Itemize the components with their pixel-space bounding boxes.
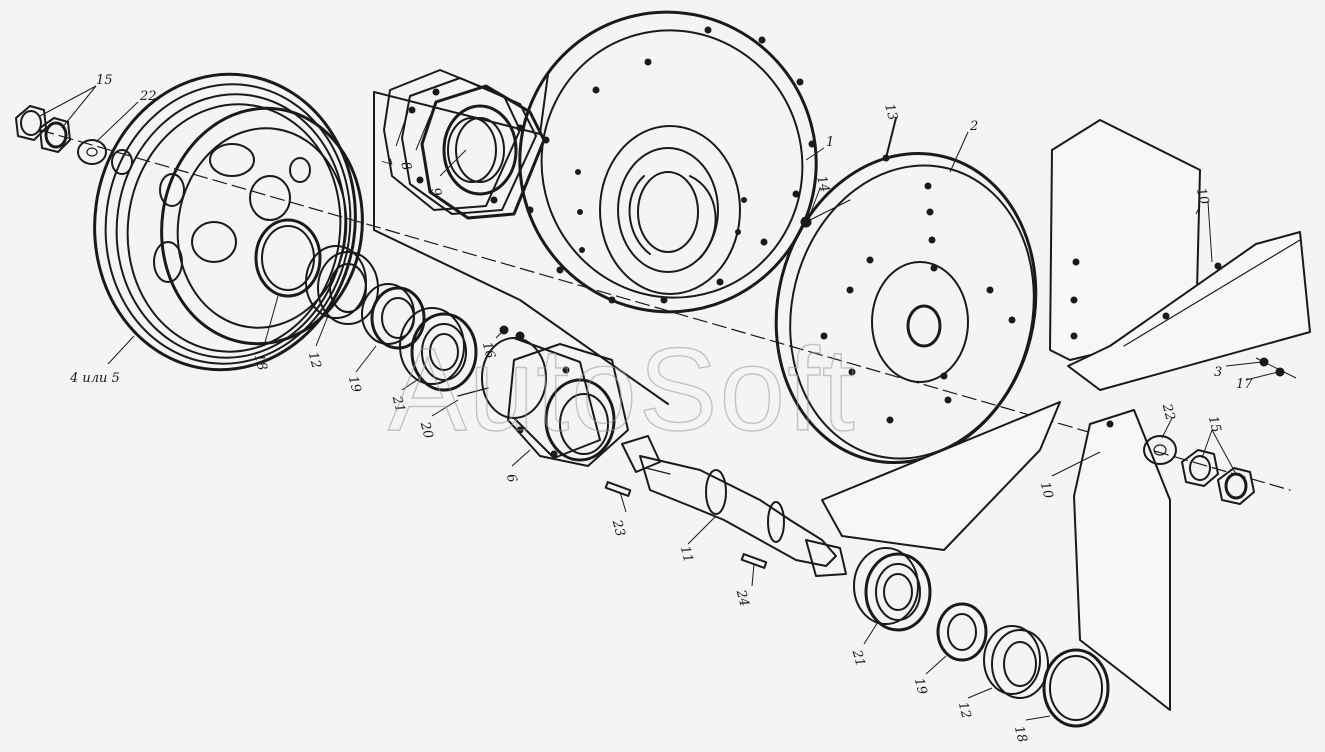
callout-9: 9	[427, 186, 444, 198]
assembly-axis	[39, 129, 1291, 491]
part-21-bearing-left	[399, 307, 478, 392]
part-23-key	[604, 481, 632, 497]
callout-11: 11	[677, 544, 696, 564]
callout-12-right: 12	[955, 700, 974, 720]
base-plate-outline	[373, 73, 669, 405]
callout-6: 6	[503, 472, 520, 484]
part-13-pin	[882, 117, 897, 162]
part-22-washer-left	[77, 139, 107, 165]
callout-3: 3	[1214, 365, 1222, 380]
watermark: AutoSoft	[388, 324, 857, 456]
callout-15-left: 15	[96, 73, 113, 88]
leader-lines	[39, 85, 1279, 721]
part-15-nuts-right	[1181, 449, 1255, 505]
callout-23: 23	[608, 517, 627, 538]
part-1-flange-disc	[518, 10, 818, 314]
callout-15-right: 15	[1205, 414, 1224, 434]
callout-18-left: 18	[251, 352, 270, 372]
part-11-shaft	[621, 435, 847, 577]
callout-22-left: 22	[139, 89, 157, 104]
callout-16: 16	[479, 340, 498, 360]
callout-18-right: 18	[1011, 724, 1030, 744]
parts-7-8-9-flange-gaskets	[383, 69, 546, 220]
part-24-key	[740, 553, 768, 569]
callout-10-top: 10	[1193, 186, 1212, 206]
callout-14: 14	[813, 174, 832, 194]
callout-labels: 15 22 4 или 5 18 12 19 21 20 16 6 7 8 9 …	[69, 73, 1253, 744]
part-21-bearing-right	[853, 547, 932, 632]
callout-17: 17	[1236, 377, 1253, 392]
part-12-ring-left	[305, 245, 379, 325]
callout-12-left: 12	[305, 350, 324, 370]
callout-19-right: 19	[911, 676, 930, 696]
part-6-bearing-housing	[507, 343, 629, 467]
parts-3-17-bolt-nut	[1255, 357, 1297, 379]
part-18-snap-ring-left	[254, 218, 322, 298]
part-22-washer-right	[1143, 435, 1177, 465]
part-4-or-5-pulley	[93, 72, 364, 372]
callout-22-right: 22	[1158, 401, 1177, 422]
part-12-ring-right	[983, 625, 1049, 699]
callout-7: 7	[377, 156, 394, 169]
part-15-nuts-left	[15, 105, 71, 153]
callout-24: 24	[732, 587, 751, 608]
callout-21-right: 21	[848, 647, 867, 668]
part-10-vanes	[821, 119, 1311, 711]
callout-1: 1	[826, 135, 834, 150]
part-19-seal-right	[936, 602, 988, 662]
callout-21-left: 21	[388, 393, 407, 414]
part-18-snap-ring-right	[1042, 648, 1110, 728]
callout-8: 8	[397, 160, 414, 172]
part-2-impeller-disc	[774, 151, 1038, 465]
callout-20: 20	[416, 419, 435, 440]
part-20-housing	[457, 337, 601, 459]
callout-10-bottom: 10	[1037, 480, 1056, 500]
callout-19-left: 19	[345, 374, 364, 394]
callout-2: 2	[969, 119, 978, 134]
callout-4-or-5: 4 или 5	[69, 371, 120, 386]
callout-13: 13	[881, 102, 900, 122]
